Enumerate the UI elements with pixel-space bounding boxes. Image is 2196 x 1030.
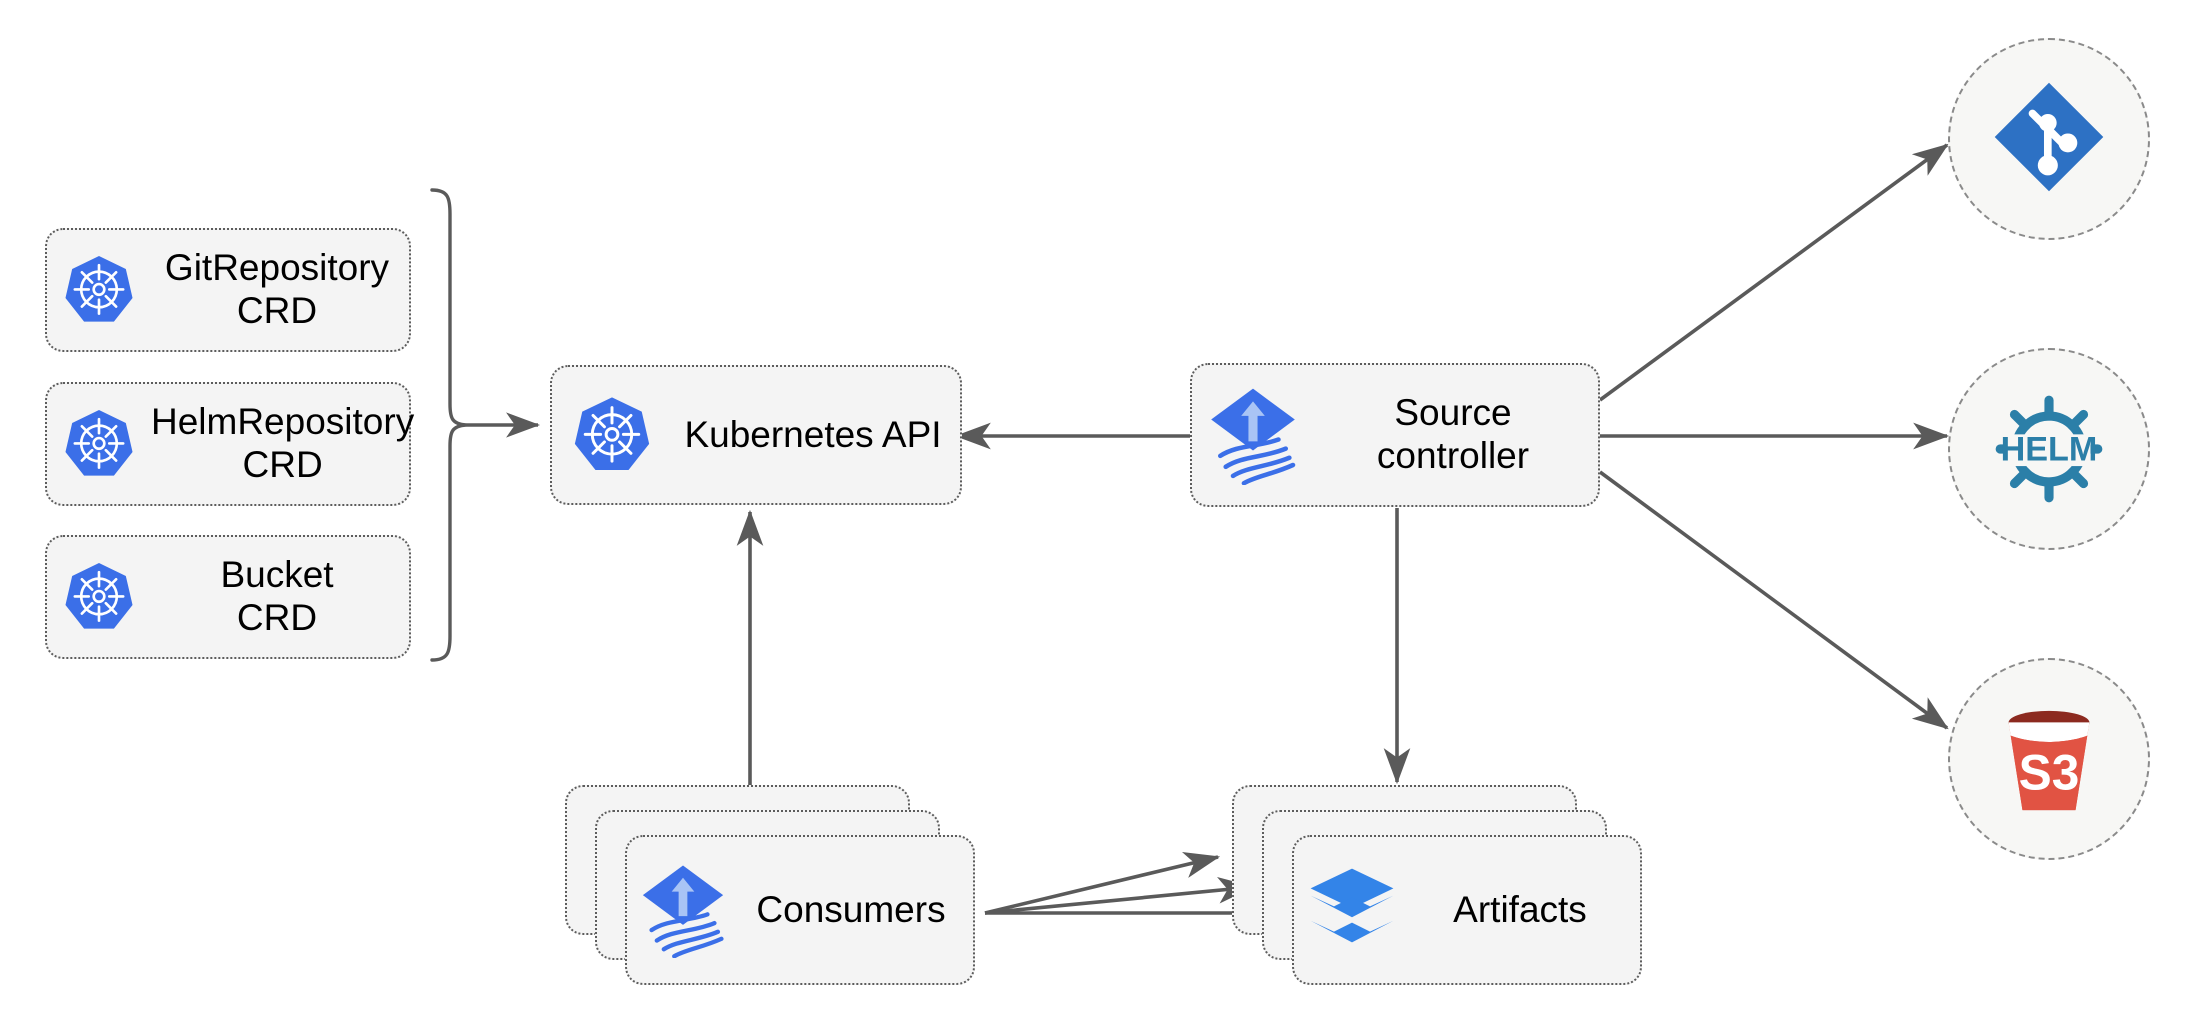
s3-bucket-icon: S3 bbox=[1985, 697, 2113, 822]
wire-consumers-to-artifacts-back bbox=[984, 851, 1221, 915]
git-icon bbox=[1990, 78, 2108, 201]
kubernetes-icon bbox=[47, 228, 151, 352]
card-bucket-crd[interactable]: Bucket CRD bbox=[45, 535, 411, 659]
card-helmrepository-crd[interactable]: HelmRepository CRD bbox=[45, 382, 414, 506]
card-source-controller[interactable]: Source controller bbox=[1190, 363, 1600, 507]
consumers-card-front[interactable]: Consumers bbox=[625, 835, 975, 985]
circle-helm-source[interactable]: HELM bbox=[1948, 348, 2150, 550]
wire-consumers-to-artifacts-middle bbox=[984, 877, 1255, 915]
wire-source-to-s3 bbox=[1598, 470, 1949, 730]
stack-consumers[interactable]: Consumers bbox=[565, 785, 1005, 985]
card-label: Source controller bbox=[1376, 392, 1530, 476]
crd-group-brace bbox=[430, 188, 467, 662]
kubernetes-icon bbox=[47, 535, 151, 659]
card-label: Bucket CRD bbox=[220, 554, 334, 638]
circle-git-source[interactable] bbox=[1948, 38, 2150, 240]
card-gitrepository-crd[interactable]: GitRepository CRD bbox=[45, 228, 411, 352]
flux-icon bbox=[1192, 363, 1314, 507]
flux-icon bbox=[627, 835, 739, 985]
card-label: Artifacts bbox=[1453, 889, 1587, 930]
card-label: GitRepository CRD bbox=[164, 247, 390, 331]
wire-source-to-git bbox=[1598, 143, 1949, 402]
card-kubernetes-api[interactable]: Kubernetes API bbox=[550, 365, 962, 505]
kubernetes-icon bbox=[47, 382, 151, 506]
circle-s3-source[interactable]: S3 bbox=[1948, 658, 2150, 860]
helm-wordmark: HELM bbox=[2001, 431, 2098, 469]
s3-wordmark: S3 bbox=[2019, 744, 2080, 800]
kubernetes-icon bbox=[552, 365, 672, 505]
stack-artifacts[interactable]: Artifacts bbox=[1232, 785, 1672, 985]
card-label: Kubernetes API bbox=[684, 413, 942, 455]
artifacts-card-front[interactable]: Artifacts bbox=[1292, 835, 1642, 985]
card-label: Consumers bbox=[756, 889, 946, 930]
card-label: HelmRepository CRD bbox=[151, 401, 415, 485]
layers-icon bbox=[1294, 835, 1410, 985]
helm-icon: HELM bbox=[1988, 388, 2110, 510]
